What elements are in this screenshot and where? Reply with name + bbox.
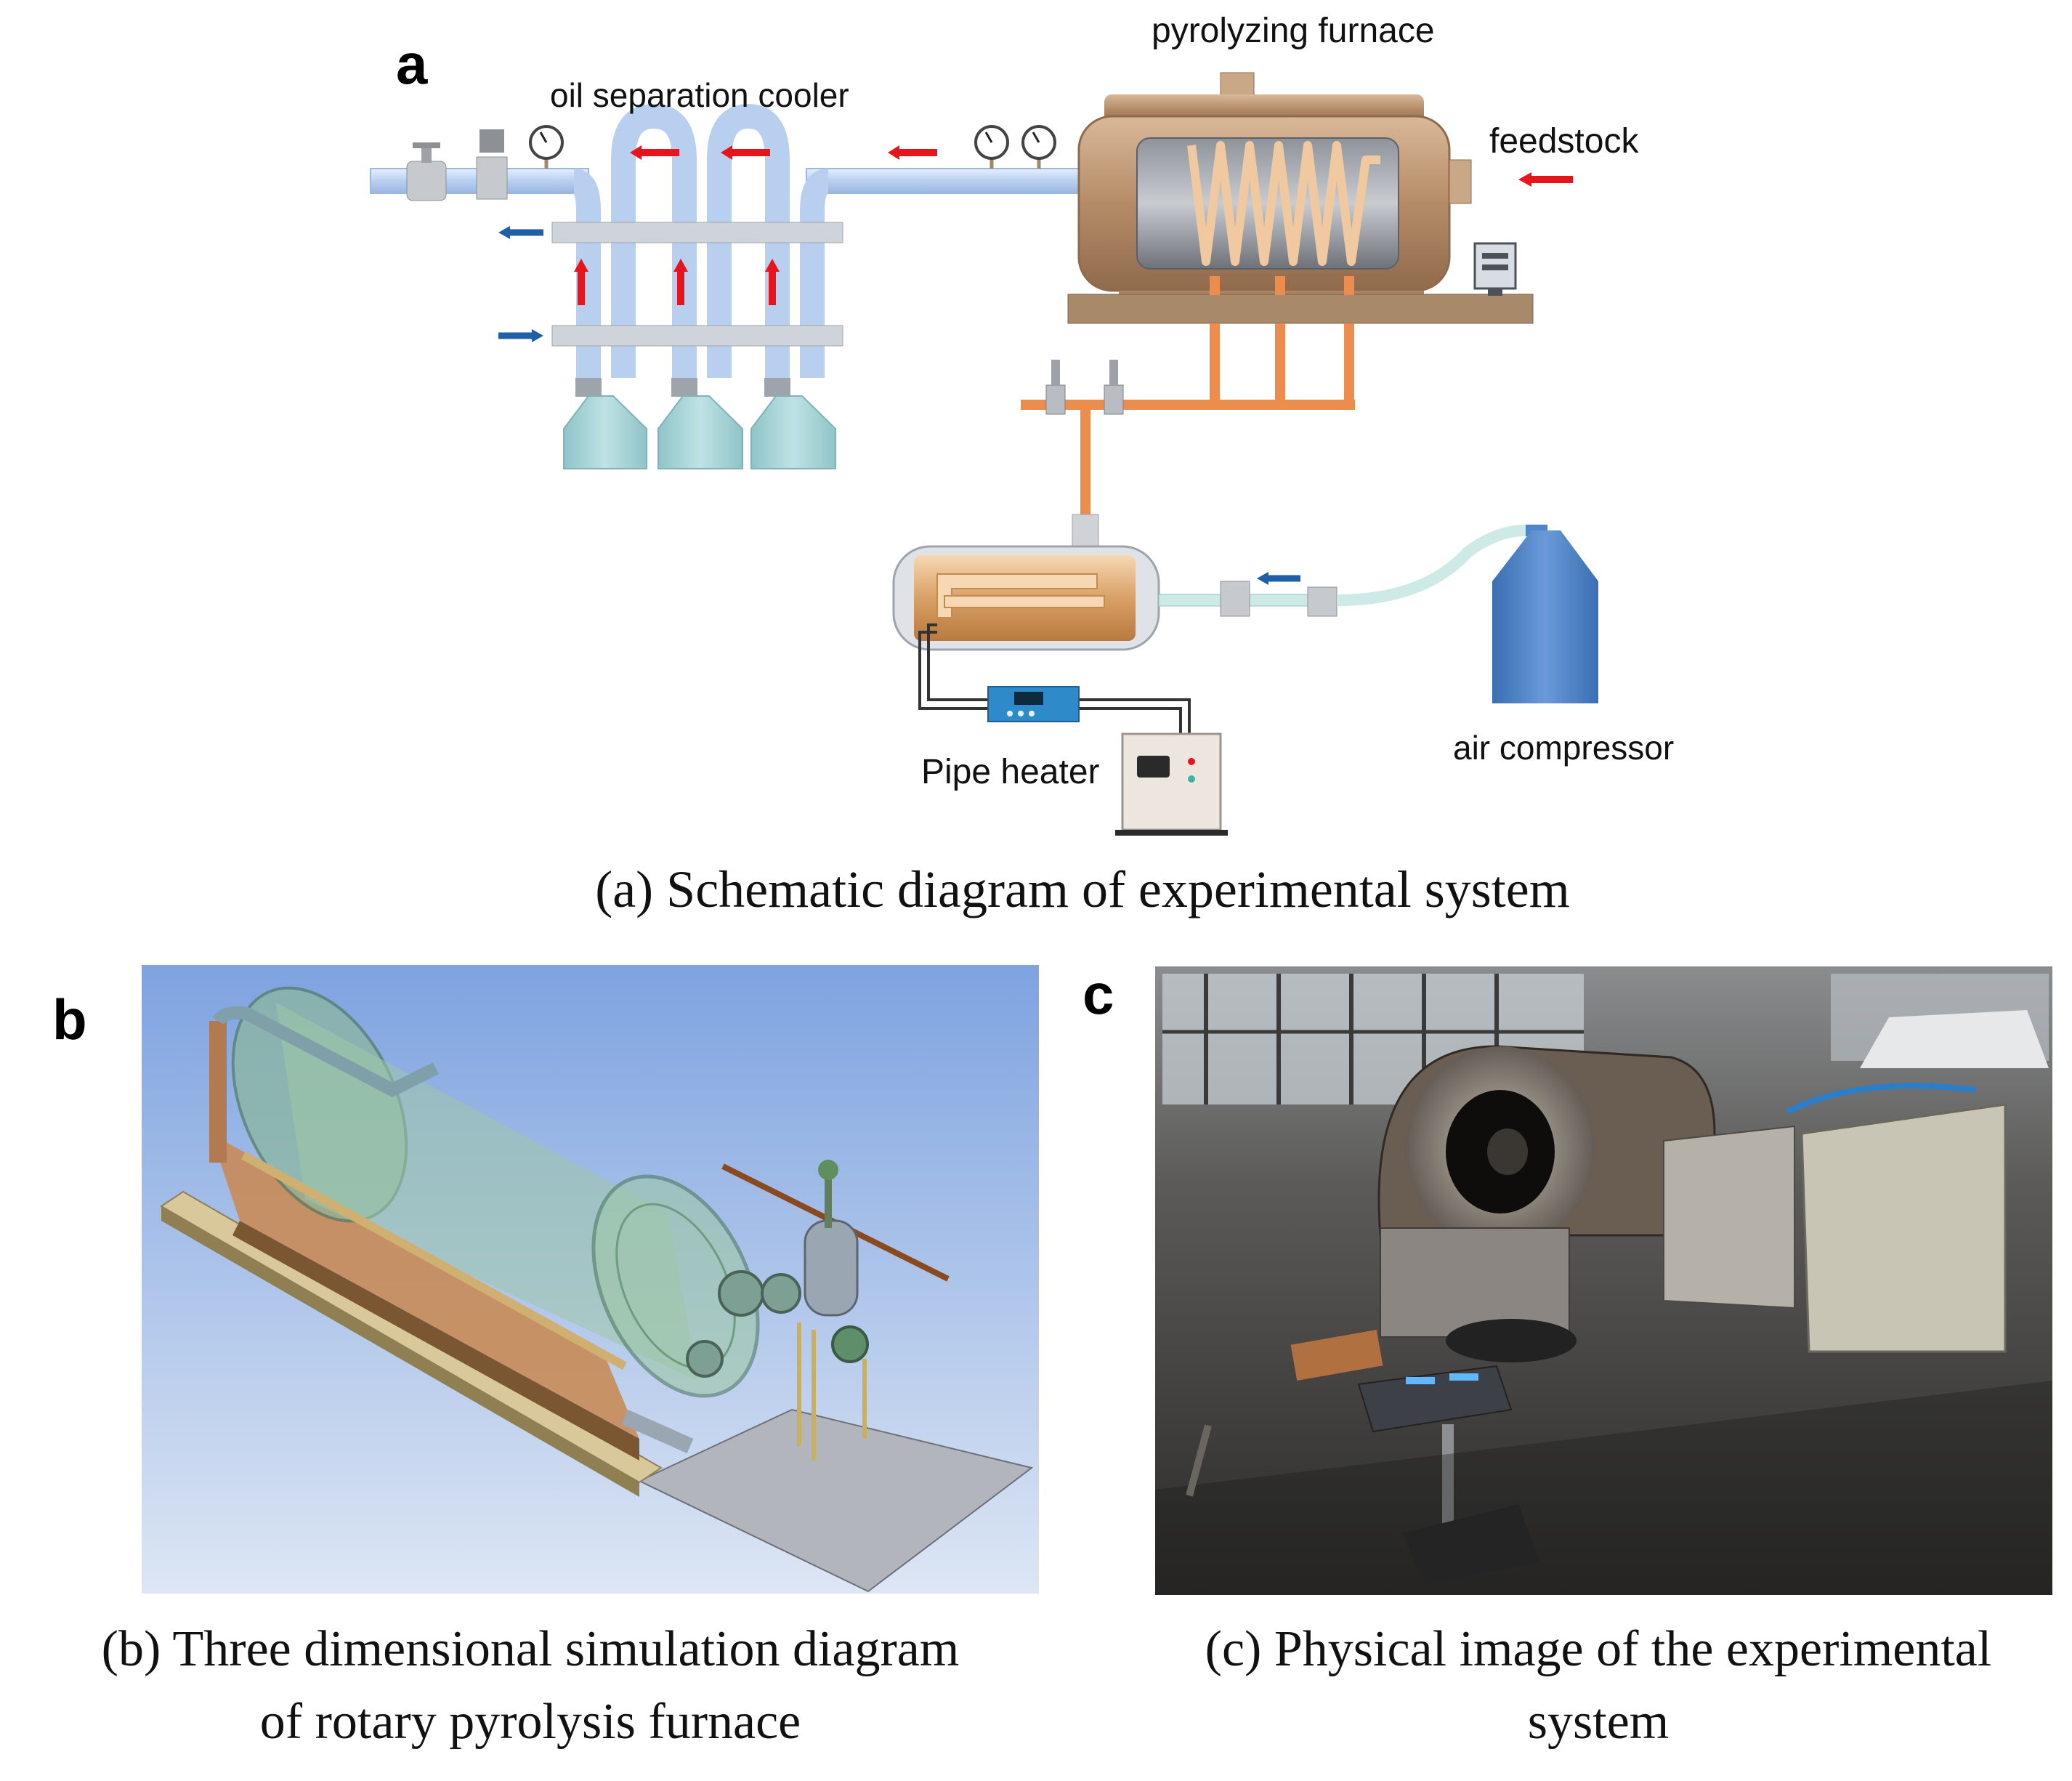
panel-a-caption: (a) Schematic diagram of experimental sy… [595,860,1570,918]
3d-render-image [142,965,1039,1594]
temperature-controller [987,686,1080,722]
gas-flow-arrow-3 [630,145,679,160]
gas-flow-arrow-1 [888,145,937,160]
heater-power-cabinet [1115,732,1228,836]
pipe-heater [892,545,1160,651]
panel-a-schematic: a [370,12,1674,918]
oil-tank-1 [563,395,647,469]
heater-control-wiring [918,623,1191,734]
air-compressor [1492,525,1598,703]
pyrolyzing-furnace [1067,72,1534,324]
pressure-gauge-2 [974,125,1009,169]
gas-flow-arrow-2 [721,145,770,160]
air-flow-arrow [1257,572,1300,585]
hot-air-pipes [1021,323,1355,550]
panel-c-letter: c [1082,962,1114,1026]
oil-separation-cooler [551,103,843,397]
panel-a-letter: a [396,32,428,96]
panel-c-caption-line2: system [1528,1694,1669,1750]
oil-tank-2 [657,395,743,469]
gas-flow-up-arrow-3 [765,259,780,305]
gas-flow-up-arrow-1 [574,259,588,305]
furnace-label: pyrolyzing furnace [1152,12,1435,50]
feedstock-label: feedstock [1489,122,1639,161]
pressure-gauge-1 [529,125,564,169]
main-gas-pipe [370,129,1083,201]
coolant-in-arrow [498,329,543,342]
compressor-label: air compressor [1453,729,1674,767]
experimental-system-photo [1155,966,2052,1595]
panel-b-3d-simulation: b [52,965,1039,1750]
furnace-control-box [1473,242,1517,296]
panel-b-caption-line1: (b) Three dimensional simulation diagram [102,1621,960,1677]
gas-flow-up-arrow-2 [673,259,688,305]
heater-inlet-pipe [1158,525,1526,617]
panel-b-caption-line2: of rotary pyrolysis furnace [260,1694,801,1750]
oil-tank-3 [750,395,836,469]
panel-c-photo: c [1082,962,2052,1750]
panel-c-caption-line1: (c) Physical image of the experimental [1205,1621,1992,1677]
pressure-gauge-3 [1021,125,1056,169]
cooler-label: oil separation cooler [550,76,849,114]
feedstock-arrow [1518,172,1573,187]
heater-label: Pipe heater [921,753,1100,791]
coolant-out-arrow [498,226,543,239]
panel-b-letter: b [52,988,87,1051]
